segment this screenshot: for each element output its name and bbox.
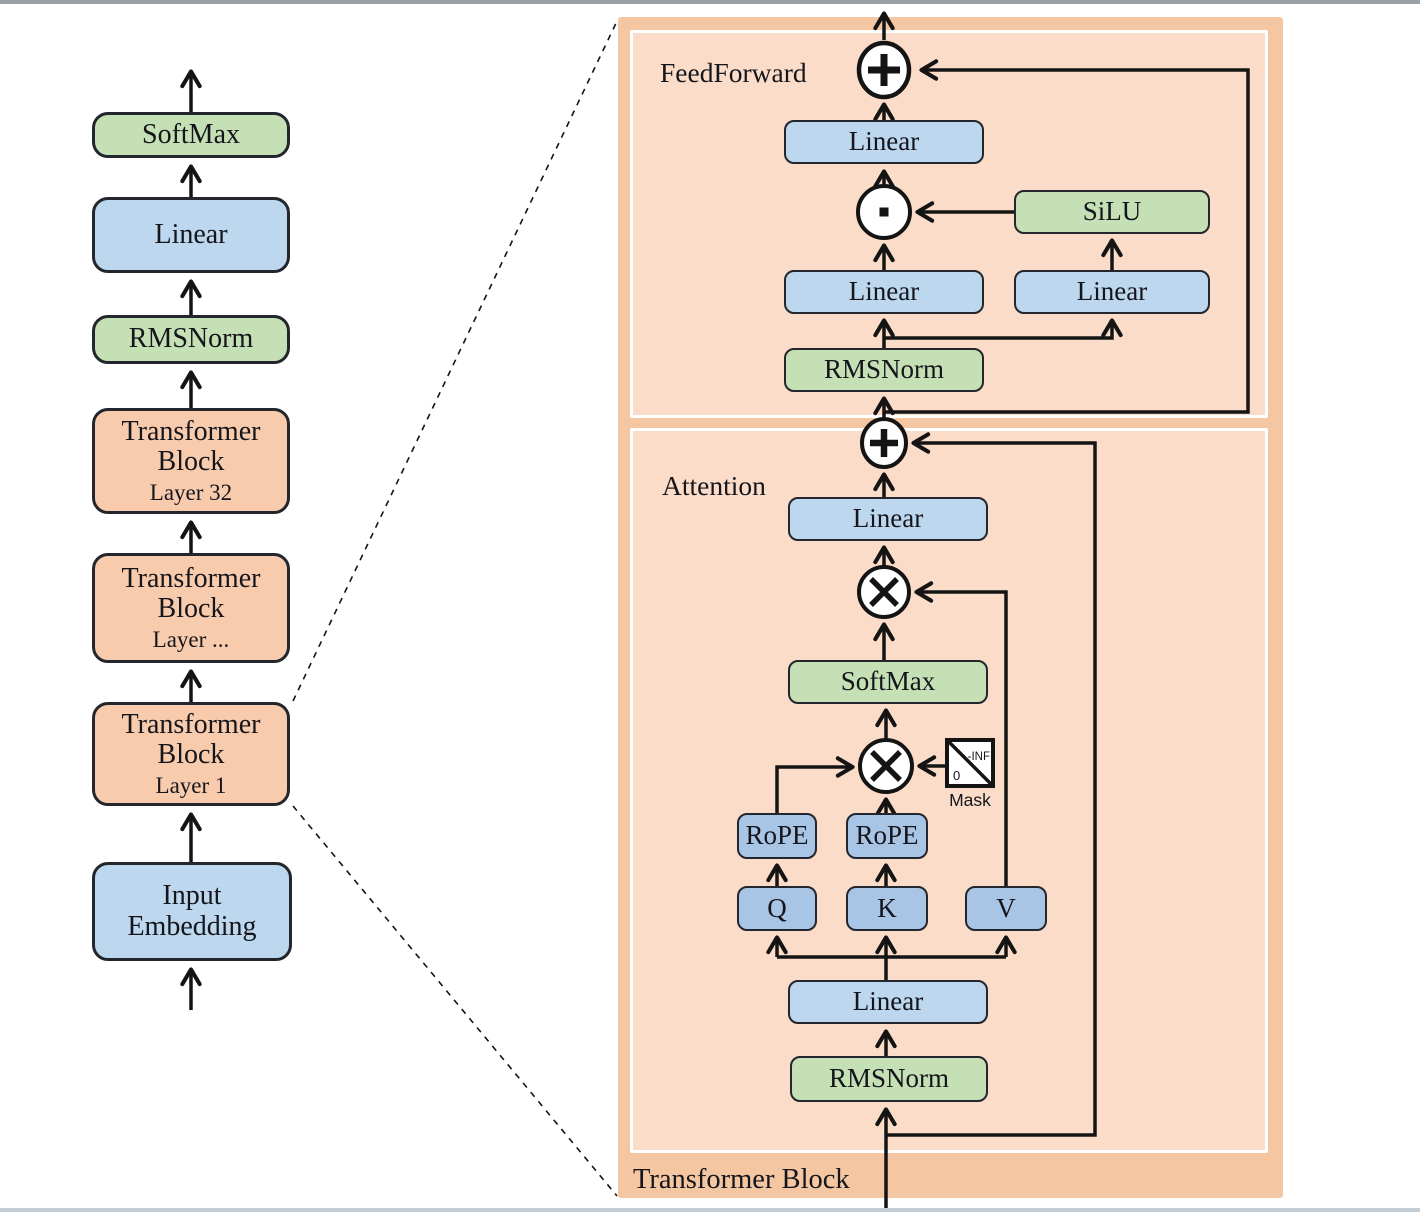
box-label: SoftMax	[142, 118, 240, 150]
v-wire	[914, 581, 1008, 886]
zoom-guide-dashed-lines	[292, 18, 619, 1197]
box-label: Block	[157, 593, 225, 625]
left-rmsnorm-box: RMSNorm	[92, 315, 290, 364]
ff-linear-right-box: Linear	[1014, 270, 1210, 314]
transformer-block-1-box: Transformer Block Layer 1	[92, 702, 290, 806]
feedforward-section-label: FeedForward	[660, 57, 807, 88]
left-linear-box: Linear	[92, 197, 290, 273]
box-label: Linear	[852, 503, 924, 534]
left-softmax-box: SoftMax	[92, 112, 290, 158]
ff-elementwise-dot-icon	[856, 184, 912, 240]
v-box: V	[965, 886, 1047, 931]
attn-rmsnorm-box: RMSNorm	[790, 1056, 988, 1102]
attn-residual-wire	[886, 432, 1097, 1137]
layer-label: Layer ...	[152, 627, 230, 653]
attn-matmul-qk-icon	[858, 738, 914, 794]
box-label: Linear	[848, 276, 920, 307]
attention-section-label: Attention	[662, 470, 766, 501]
silu-box: SiLU	[1014, 190, 1210, 234]
attn-linear-in-box: Linear	[788, 980, 988, 1024]
attn-add-icon	[860, 417, 908, 469]
bottom-border-line	[0, 1208, 1420, 1212]
ff-add-icon	[856, 40, 912, 100]
box-label: Input	[162, 879, 222, 911]
box-label: V	[996, 892, 1016, 923]
attn-softmax-box: SoftMax	[788, 660, 988, 704]
box-label: Transformer	[121, 415, 261, 447]
box-label: K	[877, 892, 897, 923]
rope-k-box: RoPE	[846, 813, 928, 859]
transformer-block-mid-box: Transformer Block Layer ...	[92, 553, 290, 663]
q-box: Q	[737, 886, 817, 931]
mask-label: Mask	[949, 790, 991, 810]
box-label: RoPE	[855, 820, 919, 851]
box-label: Transformer	[121, 562, 261, 594]
box-label: Linear	[154, 218, 228, 250]
box-label: RMSNorm	[828, 1063, 950, 1094]
mask-icon: -INF 0 Mask	[945, 738, 995, 810]
input-embedding-box: Input Embedding	[92, 862, 292, 961]
ff-linear-left-box: Linear	[784, 270, 984, 314]
box-label: Block	[157, 739, 225, 771]
box-label: Linear	[1076, 276, 1148, 307]
operators	[856, 40, 914, 794]
box-label: Block	[157, 446, 225, 478]
q-wire	[775, 756, 855, 813]
attention-wires	[766, 432, 1097, 1212]
k-box: K	[846, 886, 928, 931]
ff-linear-out-box: Linear	[784, 120, 984, 164]
box-label: Linear	[852, 986, 924, 1017]
ff-residual-wire	[885, 59, 1250, 414]
box-label: Linear	[848, 126, 920, 157]
transformer-block-32-box: Transformer Block Layer 32	[92, 408, 290, 514]
layer-label: Layer 32	[149, 480, 233, 506]
attn-linear-out-box: Linear	[788, 497, 988, 541]
box-label: Transformer	[121, 708, 261, 740]
feedforward-wires	[873, 11, 1250, 418]
rope-q-box: RoPE	[737, 813, 817, 859]
attention-panel	[630, 428, 1268, 1153]
mask-neg-inf-value: -INF	[968, 751, 990, 763]
qkv-branch-wire	[777, 955, 1006, 980]
ff-rmsnorm-box: RMSNorm	[784, 348, 984, 392]
box-label: SiLU	[1082, 196, 1142, 227]
attn-matmul-v-icon	[857, 565, 911, 619]
transformer-block-title: Transformer Block	[633, 1164, 850, 1195]
box-label: RoPE	[745, 820, 809, 851]
box-label: SoftMax	[840, 666, 936, 697]
rmsnorm-branch-wire	[884, 318, 1123, 340]
mask-zero-value: 0	[953, 768, 960, 783]
box-label: RMSNorm	[823, 354, 945, 385]
top-border-line	[0, 0, 1420, 4]
layer-label: Layer 1	[155, 773, 227, 799]
box-label: RMSNorm	[128, 323, 254, 355]
box-label: Embedding	[127, 910, 257, 942]
box-label: Q	[767, 892, 787, 923]
